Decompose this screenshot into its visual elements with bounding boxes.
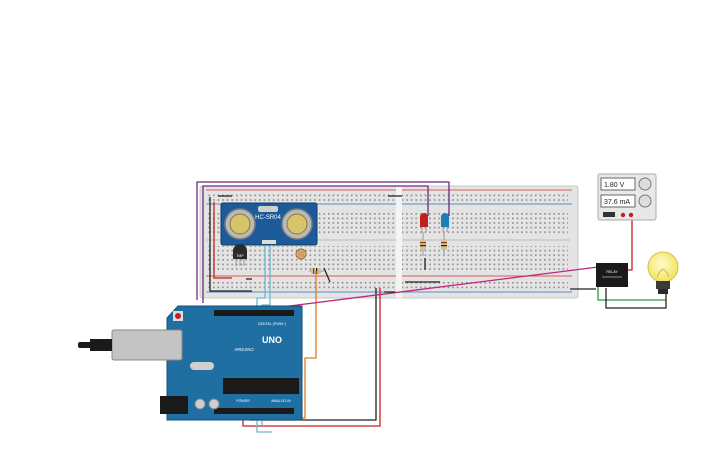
relay[interactable]: RELAY [596,263,628,287]
red-led[interactable] [420,213,428,232]
analog-header-label: ANALOG IN [271,399,291,403]
relay-label: RELAY [606,270,618,274]
temperature-sensor[interactable]: TMP [233,244,247,266]
current-knob[interactable] [638,194,652,208]
temp-sensor-label: TMP [236,254,244,258]
light-bulb[interactable] [647,251,679,294]
resistor[interactable] [441,232,447,256]
arduino-model-label: UNO [262,335,282,345]
sensor-model-label: HC-SR04 [255,215,281,221]
arduino-logo-text: ARDUINO [234,347,254,352]
resistor[interactable] [420,232,426,256]
power-supply[interactable]: 1.80 V 37.6 mA [597,173,657,221]
power-supply-current: 37.6 mA [604,199,630,206]
ultrasonic-sensor[interactable]: HC-SR04 [220,202,318,246]
photoresistor[interactable] [295,248,307,260]
blue-led[interactable] [441,213,449,232]
voltage-knob[interactable] [638,177,652,191]
arduino-uno[interactable]: UNO ARDUINO DIGITAL (PWM~) POWER ANALOG … [78,305,303,421]
power-supply-voltage: 1.80 V [604,182,625,189]
power-header-label: POWER [236,399,250,403]
digital-header-label: DIGITAL (PWM~) [258,322,286,326]
